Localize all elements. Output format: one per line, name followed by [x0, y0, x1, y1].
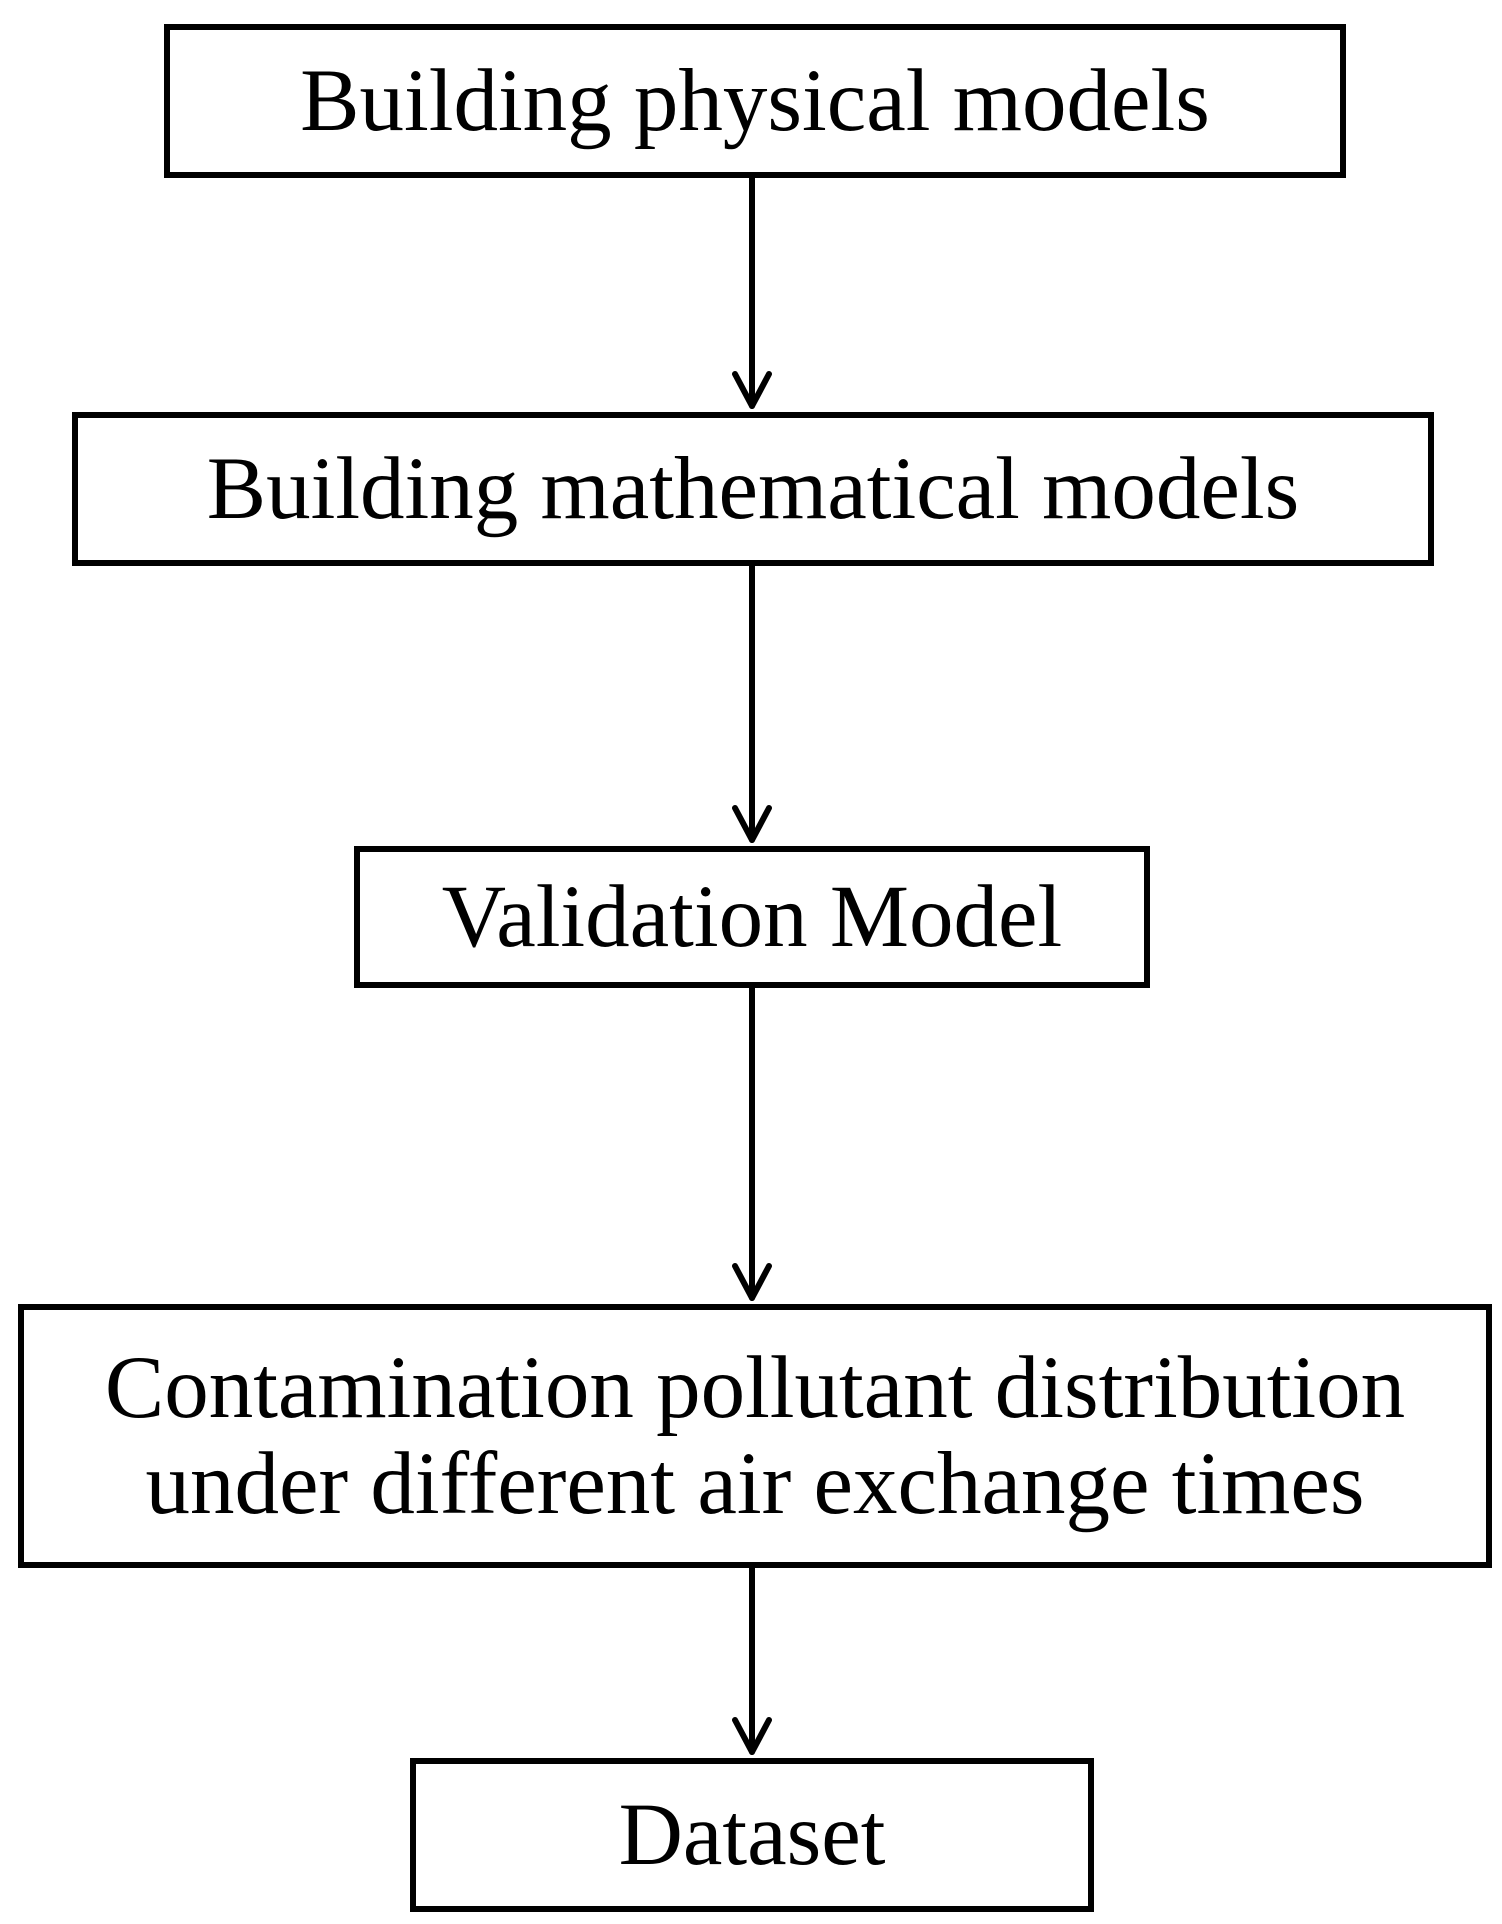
step-label: Contamination pollutant distribution und… [104, 1338, 1406, 1533]
step-building-physical-models: Building physical models [164, 24, 1346, 178]
step-building-mathematical-models: Building mathematical models [72, 412, 1434, 566]
arrowhead-mathematical-to-validation [732, 805, 772, 843]
arrowhead-distribution-to-dataset [732, 1717, 772, 1755]
step-label: Building physical models [300, 51, 1210, 150]
step-dataset: Dataset [410, 1758, 1094, 1912]
step-validation-model: Validation Model [354, 846, 1150, 988]
step-label: Validation Model [441, 867, 1063, 966]
arrowhead-validation-to-distribution [732, 1263, 772, 1301]
step-label: Building mathematical models [206, 439, 1300, 538]
arrowhead-physical-to-mathematical [732, 371, 772, 409]
step-label: Dataset [618, 1785, 886, 1884]
step-contamination-distribution: Contamination pollutant distribution und… [18, 1304, 1492, 1568]
